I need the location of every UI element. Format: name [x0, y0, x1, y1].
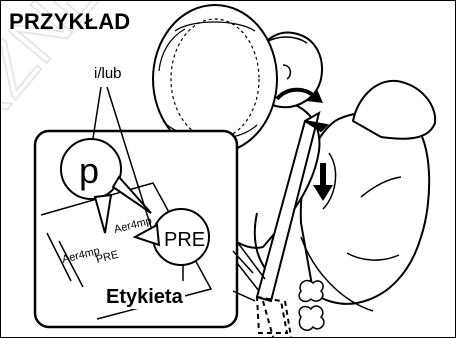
gas-puffs: [299, 281, 324, 331]
label-caption: Etykieta: [104, 286, 185, 309]
pre-text: PRE: [164, 229, 205, 251]
figure-title: PRZYKŁAD: [9, 9, 130, 35]
or-label: i/lub: [94, 65, 122, 82]
p-symbol: p: [79, 150, 99, 191]
